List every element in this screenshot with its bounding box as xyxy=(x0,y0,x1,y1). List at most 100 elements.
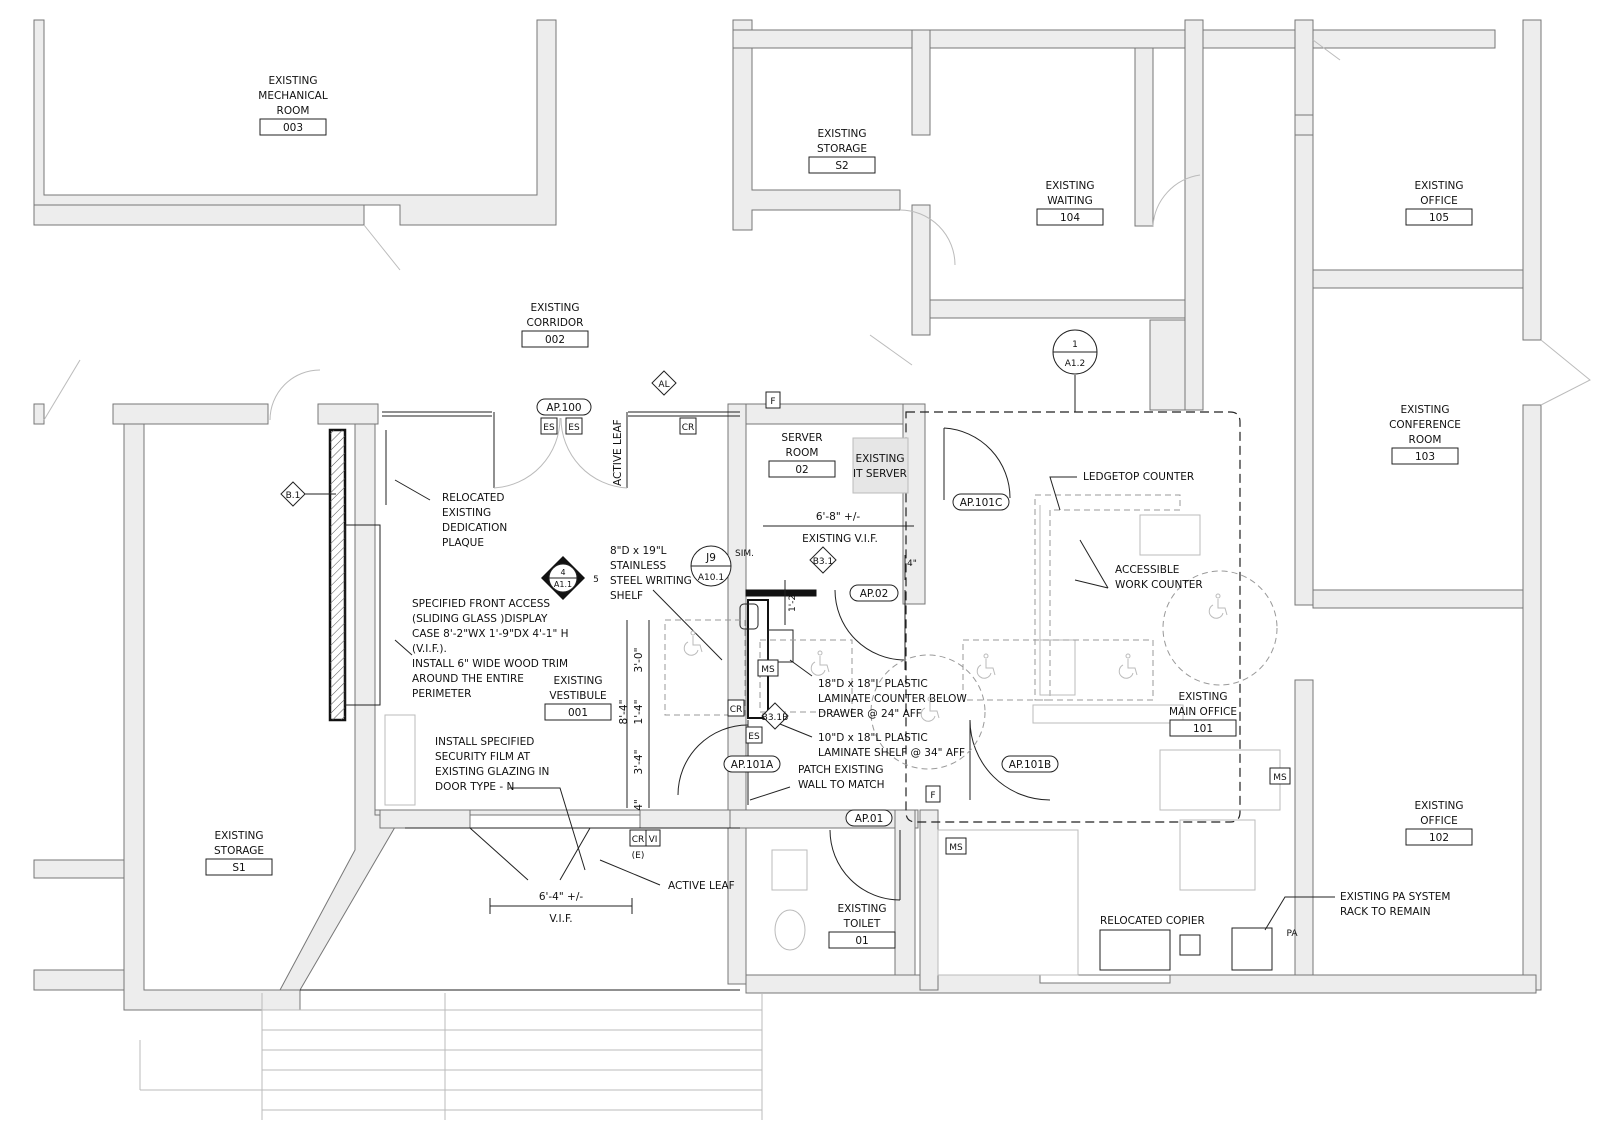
door-tag-ap101a: AP.101A xyxy=(723,755,781,773)
wheelchair-icon xyxy=(810,650,830,676)
svg-text:MS: MS xyxy=(761,665,775,675)
door-tag-ap01: AP.01 xyxy=(845,809,893,827)
note-active-leaf: ACTIVE LEAF xyxy=(668,880,735,892)
svg-text:EXISTING: EXISTING xyxy=(1414,800,1463,812)
svg-text:EXISTING PA SYSTEM: EXISTING PA SYSTEM xyxy=(1340,891,1450,903)
svg-text:DOOR TYPE - N: DOOR TYPE - N xyxy=(435,781,514,793)
svg-text:ROOM: ROOM xyxy=(277,105,310,117)
svg-text:AP.101A: AP.101A xyxy=(731,759,774,771)
svg-text:S2: S2 xyxy=(835,160,848,172)
svg-text:INSTALL SPECIFIED: INSTALL SPECIFIED xyxy=(435,736,534,748)
svg-text:TOILET: TOILET xyxy=(843,918,881,930)
svg-text:01: 01 xyxy=(855,935,868,947)
room-office-102: EXISTING OFFICE 102 xyxy=(1405,800,1473,846)
room-mechanical-003: EXISTING MECHANICAL ROOM 003 xyxy=(258,75,328,136)
svg-text:SIM.: SIM. xyxy=(735,549,754,559)
room-server-02: SERVER ROOM 02 xyxy=(768,432,836,478)
svg-text:EXISTING: EXISTING xyxy=(530,302,579,314)
svg-text:VESTIBULE: VESTIBULE xyxy=(549,690,606,702)
keynote-b31: B3.1 xyxy=(809,546,837,574)
svg-text:LAMINATE SHELF @ 34" AFF: LAMINATE SHELF @ 34" AFF xyxy=(818,747,965,759)
svg-text:105: 105 xyxy=(1429,212,1449,224)
svg-text:CR: CR xyxy=(682,423,695,433)
svg-text:EXISTING: EXISTING xyxy=(855,453,904,465)
svg-text:PATCH EXISTING: PATCH EXISTING xyxy=(798,764,883,776)
svg-text:EXISTING: EXISTING xyxy=(214,830,263,842)
svg-text:CASE 8'-2"WX 1'-9"DX 4'-1" H: CASE 8'-2"WX 1'-9"DX 4'-1" H xyxy=(412,628,569,640)
svg-text:WORK COUNTER: WORK COUNTER xyxy=(1115,579,1203,591)
svg-text:PA: PA xyxy=(1286,929,1298,939)
svg-text:RELOCATED: RELOCATED xyxy=(442,492,505,504)
svg-text:PLAQUE: PLAQUE xyxy=(442,537,484,549)
svg-text:EXISTING: EXISTING xyxy=(1414,180,1463,192)
note-laminate-counter: 18"D x 18"L PLASTIC LAMINATE COUNTER BEL… xyxy=(818,678,967,720)
svg-text:8"D x 19"L: 8"D x 19"L xyxy=(610,545,667,557)
door-tag-ap101c: AP.101C xyxy=(952,493,1010,511)
svg-text:V.I.F.: V.I.F. xyxy=(549,913,572,925)
svg-text:CR: CR xyxy=(632,835,645,845)
note-relocated-copier: RELOCATED COPIER xyxy=(1100,915,1205,927)
svg-text:6'-8" +/-: 6'-8" +/- xyxy=(816,511,861,523)
svg-text:AP.101C: AP.101C xyxy=(960,497,1003,509)
svg-text:(SLIDING GLASS )DISPLAY: (SLIDING GLASS )DISPLAY xyxy=(412,613,548,625)
room-office-105: EXISTING OFFICE 105 xyxy=(1405,180,1473,226)
note-dedication-plaque: RELOCATED EXISTING DEDICATION PLAQUE xyxy=(442,492,507,549)
svg-text:EXISTING V.I.F.: EXISTING V.I.F. xyxy=(802,533,878,545)
svg-text:101: 101 xyxy=(1193,723,1213,735)
svg-text:4": 4" xyxy=(907,559,917,569)
svg-text:ES: ES xyxy=(748,732,760,742)
svg-text:DEDICATION: DEDICATION xyxy=(442,522,507,534)
detail-callout-j9: J9 A10.1 SIM. xyxy=(690,545,754,587)
wheelchair-icon xyxy=(1118,653,1138,679)
room-vestibule-001: EXISTING VESTIBULE 001 xyxy=(544,675,612,721)
note-active-leaf-vertical: ACTIVE LEAF xyxy=(612,419,624,486)
svg-text:PERIMETER: PERIMETER xyxy=(412,688,471,700)
svg-text:5: 5 xyxy=(593,575,599,585)
room-toilet-01: EXISTING TOILET 01 xyxy=(828,903,896,949)
svg-text:OFFICE: OFFICE xyxy=(1420,815,1457,827)
svg-text:EXISTING: EXISTING xyxy=(1400,404,1449,416)
svg-text:ES: ES xyxy=(568,423,580,433)
svg-text:MS: MS xyxy=(949,843,963,853)
svg-text:1'-4": 1'-4" xyxy=(633,700,645,725)
svg-text:A1.2: A1.2 xyxy=(1065,359,1085,369)
svg-text:4": 4" xyxy=(633,799,645,811)
svg-text:10"D x 18"L PLASTIC: 10"D x 18"L PLASTIC xyxy=(818,732,928,744)
svg-text:STEEL WRITING: STEEL WRITING xyxy=(610,575,692,587)
svg-text:18"D x 18"L PLASTIC: 18"D x 18"L PLASTIC xyxy=(818,678,928,690)
svg-text:3'-0": 3'-0" xyxy=(633,648,645,673)
svg-text:F: F xyxy=(770,397,775,407)
svg-text:RACK TO REMAIN: RACK TO REMAIN xyxy=(1340,906,1431,918)
svg-text:STORAGE: STORAGE xyxy=(214,845,264,857)
svg-text:104: 104 xyxy=(1060,212,1080,224)
svg-text:MAIN OFFICE: MAIN OFFICE xyxy=(1169,706,1237,718)
svg-text:A10.1: A10.1 xyxy=(698,573,724,583)
keynote-al: AL xyxy=(651,370,677,396)
dimensions: 6'-8" +/- EXISTING V.I.F. 4" 1'-2" 3'-0"… xyxy=(539,511,917,925)
svg-text:SECURITY FILM AT: SECURITY FILM AT xyxy=(435,751,531,763)
svg-text:6'-4" +/-: 6'-4" +/- xyxy=(539,891,584,903)
note-ledgetop-counter: LEDGETOP COUNTER xyxy=(1083,471,1194,483)
svg-text:AROUND THE ENTIRE: AROUND THE ENTIRE xyxy=(412,673,524,685)
svg-text:ES: ES xyxy=(543,423,555,433)
svg-text:02: 02 xyxy=(795,464,808,476)
hardware-tags: ES ES CR F MS CR ES F MS MS CR VI (E) PA xyxy=(540,391,1298,939)
svg-text:AP.100: AP.100 xyxy=(546,402,581,414)
svg-text:4: 4 xyxy=(560,568,565,577)
svg-text:3'-4": 3'-4" xyxy=(633,750,645,775)
svg-text:(E): (E) xyxy=(632,851,645,861)
svg-text:ROOM: ROOM xyxy=(1409,434,1442,446)
svg-text:EXISTING: EXISTING xyxy=(1045,180,1094,192)
svg-text:(V.I.F.).: (V.I.F.). xyxy=(412,643,447,655)
svg-text:MECHANICAL: MECHANICAL xyxy=(258,90,328,102)
note-display-case: SPECIFIED FRONT ACCESS (SLIDING GLASS )D… xyxy=(412,598,569,700)
svg-text:SHELF: SHELF xyxy=(610,590,643,602)
svg-text:S1: S1 xyxy=(232,862,245,874)
svg-text:001: 001 xyxy=(568,707,588,719)
svg-text:B.1: B.1 xyxy=(286,491,301,501)
svg-text:EXISTING: EXISTING xyxy=(268,75,317,87)
keynote-b31b: B3.1B xyxy=(761,702,789,730)
svg-text:103: 103 xyxy=(1415,451,1435,463)
svg-text:AL: AL xyxy=(658,380,669,390)
